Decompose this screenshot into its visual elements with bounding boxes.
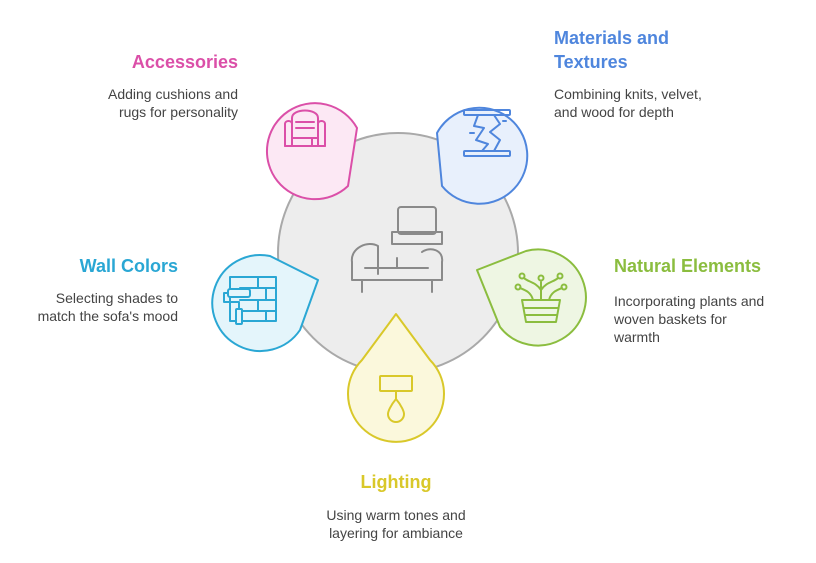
wall-pin	[211, 254, 319, 353]
armchair-icon	[284, 109, 326, 147]
accessories-description: Adding cushions and rugs for personality	[108, 86, 238, 120]
fabric-rack-icon	[463, 109, 511, 157]
materials-title: Materials and Textures	[554, 28, 670, 72]
wall-title: Wall Colors	[79, 256, 178, 276]
natural-description: Incorporating plants and woven baskets f…	[614, 293, 765, 345]
lighting-description: Using warm tones and layering for ambian…	[326, 507, 466, 541]
accessories-title: Accessories	[131, 52, 238, 72]
accessories-pin	[265, 102, 358, 201]
lamp-icon	[379, 375, 413, 423]
sofa-icon	[350, 206, 444, 293]
wall-description: Selecting shades to match the sofa's moo…	[37, 290, 178, 324]
lighting-title: Lighting	[360, 472, 432, 492]
lighting-pin	[347, 313, 445, 443]
paint-roller-icon	[223, 276, 277, 325]
materials-description: Combining knits, velvet, and wood for de…	[554, 86, 702, 120]
natural-title: Natural Elements	[614, 256, 762, 276]
natural-pin	[476, 248, 587, 347]
materials-pin	[436, 106, 529, 205]
plant-basket-icon	[514, 272, 568, 323]
